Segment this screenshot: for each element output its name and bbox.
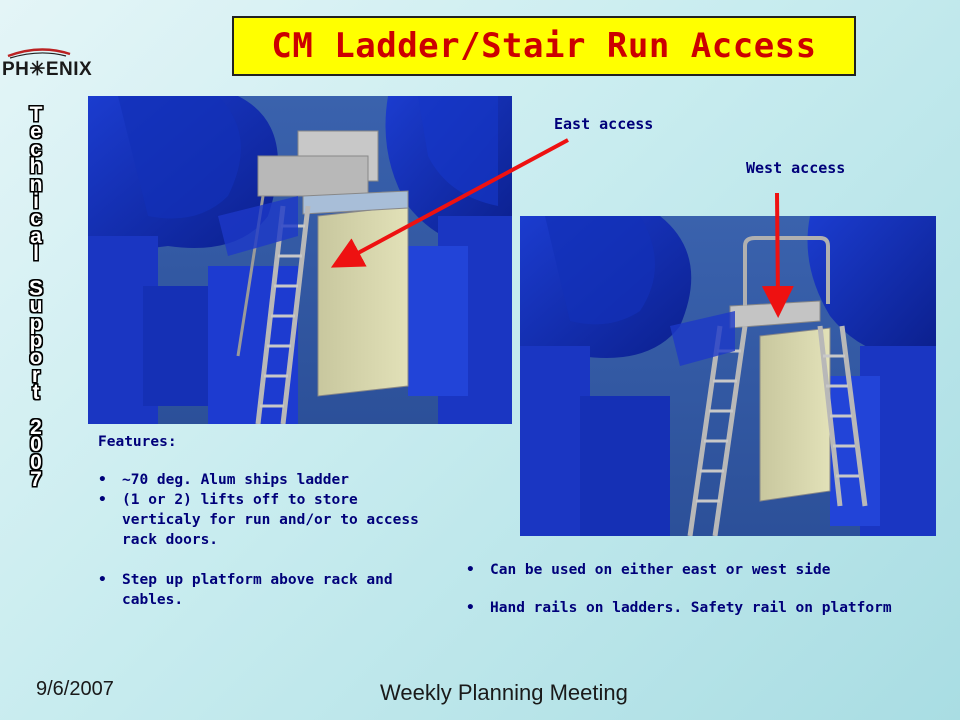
vertical-title-char: n <box>29 172 43 196</box>
vertical-title-char: u <box>29 294 43 318</box>
list-item: ~70 deg. Alum ships ladder <box>98 470 438 490</box>
vertical-title-char: 7 <box>30 468 42 492</box>
usage-list: Can be used on either east or west side … <box>466 560 946 618</box>
vertical-title-char: t <box>32 381 40 405</box>
phenix-logo: PH✳ENIX <box>0 46 100 82</box>
west-access-label: West access <box>746 159 846 177</box>
slide-title: CM Ladder/Stair Run Access <box>271 26 817 66</box>
logo-text: PH✳ENIX <box>2 59 93 80</box>
list-item: Step up platform above rack and cables. <box>98 570 438 610</box>
vertical-title: T e c h n i c a l S u p p o r t 2 0 0 7 <box>18 103 54 492</box>
vertical-title-char: 2 <box>30 416 42 440</box>
vertical-title-char: r <box>31 363 41 387</box>
usage-notes: Can be used on either east or west side … <box>466 560 946 618</box>
footer-meeting: Weekly Planning Meeting <box>380 680 628 705</box>
vertical-title-char: l <box>33 242 39 266</box>
vertical-title-char: a <box>30 224 42 248</box>
title-box: CM Ladder/Stair Run Access <box>232 16 856 76</box>
phenix-swoosh-icon <box>7 48 71 59</box>
vertical-title-char: h <box>29 155 43 179</box>
features-heading: Features: <box>98 434 177 450</box>
vertical-title-char: i <box>33 189 39 213</box>
vertical-title-char: o <box>29 346 43 370</box>
vertical-title-char: T <box>29 103 43 126</box>
vertical-title-char: S <box>28 276 43 300</box>
vertical-title-char: p <box>29 311 43 335</box>
east-access-label: East access <box>554 115 654 133</box>
list-item: Hand rails on ladders. Safety rail on pl… <box>466 598 946 618</box>
vertical-title-char: 0 <box>30 433 42 457</box>
vertical-title-char: c <box>30 207 42 231</box>
vertical-title-char: e <box>30 120 42 144</box>
list-item: (1 or 2) lifts off to store verticaly fo… <box>98 490 438 550</box>
east-access-render <box>88 96 512 424</box>
features-list: ~70 deg. Alum ships ladder (1 or 2) lift… <box>98 470 438 610</box>
features-block: Features: ~70 deg. Alum ships ladder (1 … <box>98 432 438 610</box>
list-item: Can be used on either east or west side <box>466 560 946 580</box>
vertical-title-char: 0 <box>30 450 42 474</box>
west-access-render <box>520 216 936 536</box>
vertical-title-char: c <box>30 137 42 161</box>
footer-date: 9/6/2007 <box>36 678 114 700</box>
vertical-title-char: p <box>29 329 43 353</box>
